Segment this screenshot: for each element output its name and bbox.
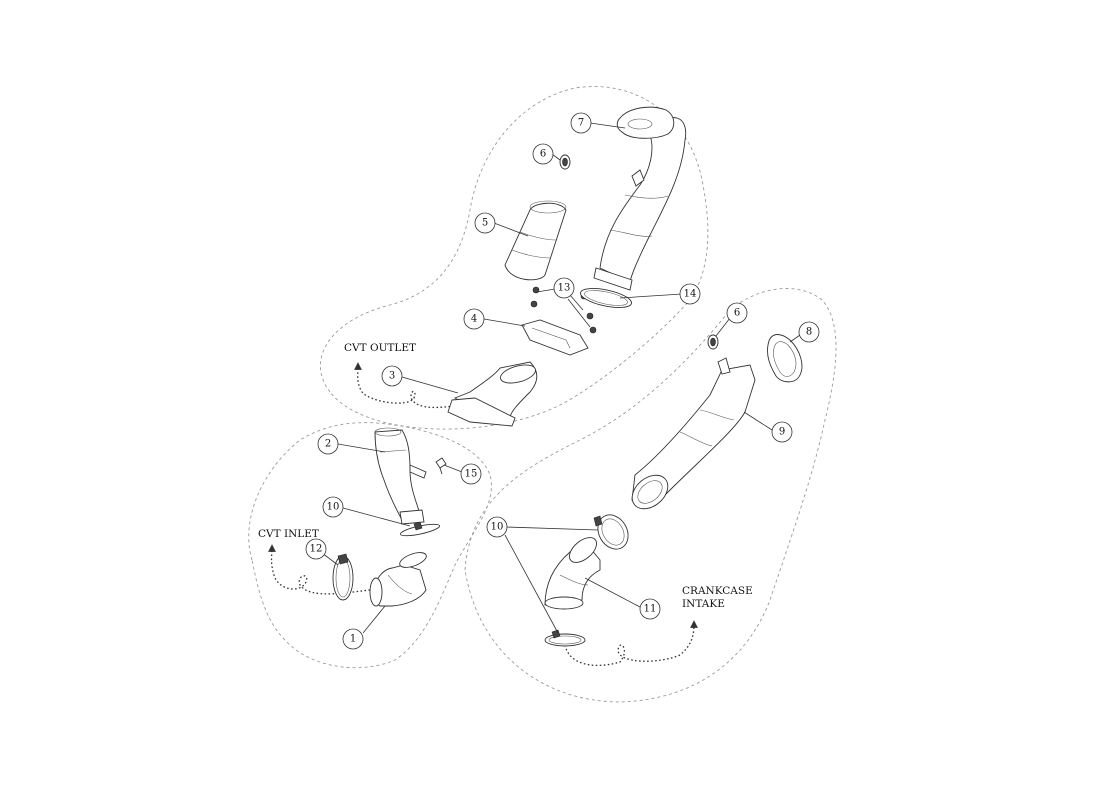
part-6-grommet-right (707, 334, 719, 350)
part-10-clamp-inlet (399, 521, 441, 537)
leader-lines (321, 122, 801, 634)
callout-13: 13 (553, 277, 575, 299)
svg-text:15: 15 (465, 469, 478, 480)
svg-text:6: 6 (540, 149, 546, 160)
part-3-outlet-adaptor (447, 361, 538, 427)
callout-14: 14 (679, 283, 701, 305)
part-4-gasket (521, 319, 589, 356)
part-15-bolt (435, 457, 447, 475)
callout-2: 2 (317, 433, 339, 455)
cvt-outlet-flow-path (354, 362, 463, 409)
part-6-grommet-top (559, 154, 571, 170)
callout-11: 11 (639, 598, 661, 620)
cvt-outlet-group-outline (320, 86, 709, 430)
cvt-inlet-group-outline (248, 422, 492, 669)
callout-6-top: 6 (532, 143, 554, 165)
callout-4: 4 (463, 308, 485, 330)
part-12-clamp (332, 553, 354, 601)
svg-text:10: 10 (491, 522, 504, 533)
crankcase-intake-label-line2: INTAKE (682, 598, 725, 610)
svg-text:11: 11 (644, 604, 657, 615)
svg-text:9: 9 (779, 427, 785, 438)
callout-1: 1 (342, 628, 364, 650)
svg-text:10: 10 (327, 502, 340, 513)
cvt-outlet-label: CVT OUTLET (344, 342, 416, 354)
svg-text:8: 8 (806, 327, 812, 338)
callout-10-crankcase: 10 (486, 516, 508, 538)
cvt-inlet-label: CVT INLET (258, 528, 319, 540)
svg-text:14: 14 (684, 289, 697, 300)
part-14-clamp (580, 288, 632, 308)
callout-3: 3 (381, 365, 403, 387)
part-8-seal (767, 334, 803, 383)
part-7-outlet-duct (593, 106, 687, 291)
part-5-boot (504, 200, 567, 281)
callout-8: 8 (798, 321, 820, 343)
svg-text:5: 5 (482, 218, 488, 229)
part-2-inlet-adaptor (374, 427, 427, 525)
callout-9: 9 (771, 421, 793, 443)
crankcase-flow-path (564, 620, 698, 667)
svg-text:7: 7 (578, 118, 584, 129)
part-10-clamp-crankcase-bottom (544, 629, 586, 647)
part-10-clamp-crankcase-top (593, 514, 629, 550)
svg-text:6: 6 (734, 308, 740, 319)
part-1-elbow (369, 552, 427, 607)
part-9-intake-tube (631, 357, 756, 510)
svg-text:4: 4 (471, 314, 477, 325)
svg-text:3: 3 (389, 371, 395, 382)
callout-7: 7 (570, 112, 592, 134)
svg-text:2: 2 (325, 439, 331, 450)
svg-text:12: 12 (310, 544, 323, 555)
part-11-elbow (544, 537, 601, 610)
callout-10-inlet: 10 (322, 496, 344, 518)
callout-6-right: 6 (726, 302, 748, 324)
callout-15: 15 (460, 463, 482, 485)
crankcase-intake-label: CRANKCASE (682, 585, 753, 597)
callout-5: 5 (474, 212, 496, 234)
svg-text:13: 13 (558, 283, 571, 294)
callout-12: 12 (305, 538, 327, 560)
svg-text:1: 1 (350, 634, 356, 645)
